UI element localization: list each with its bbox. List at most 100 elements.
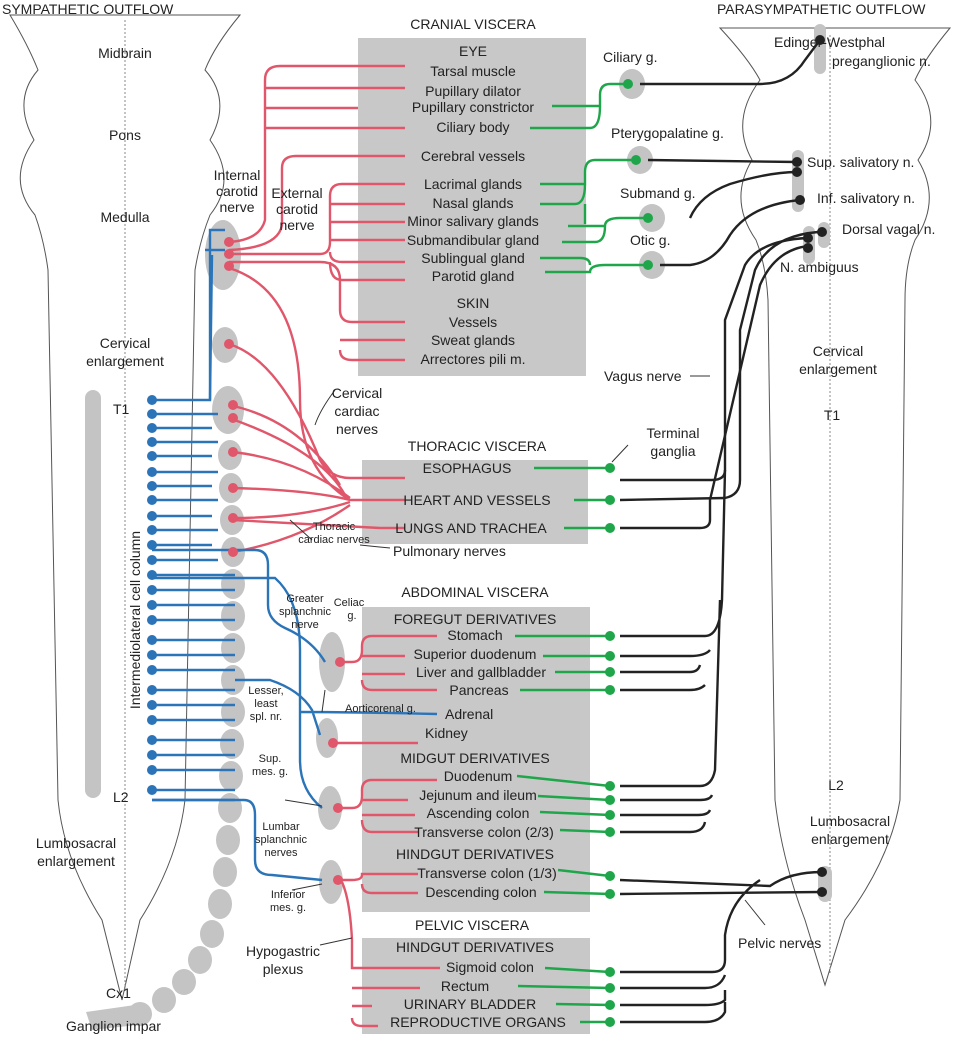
- otic-g-label: Otic g.: [630, 232, 670, 248]
- cervical-enlargement-right-1: Cervical: [813, 343, 864, 359]
- medulla-label: Medulla: [100, 209, 149, 225]
- fiber-eye: [228, 64, 405, 244]
- fiber-inferior-mesenteric: [339, 872, 440, 1028]
- greater-splanchnic-label-2: splanchnic: [279, 606, 331, 618]
- skin-header: SKIN: [457, 295, 490, 311]
- abdominal-viscera-box: [362, 607, 590, 912]
- lumbar-splanchnic-fiber: [152, 798, 323, 882]
- edinger-westphal-label-1: Edinger-Westphal: [774, 34, 885, 50]
- cervical-enlargement-label-2: enlargement: [86, 353, 164, 369]
- eye-item: Ciliary body: [436, 119, 509, 135]
- hypogastric-label-1: Hypogastric: [246, 943, 320, 959]
- internal-carotid-label-1: Internal: [214, 167, 261, 183]
- hypogastric-label-2: plexus: [263, 961, 303, 977]
- hindgut-item: Descending colon: [425, 884, 536, 900]
- thoracic-ganglion: [221, 665, 245, 695]
- internal-carotid-label-3: nerve: [219, 199, 254, 215]
- ganglion-impar: [86, 1004, 146, 1030]
- lesser-splanchnic-label-2: least: [254, 698, 277, 710]
- parasympathetic-nucleus-cells: [792, 35, 827, 897]
- cervical-cardiac-label-1: Cervical: [332, 385, 383, 401]
- lumbar-splanchnic-label-2: splanchnic: [255, 834, 307, 846]
- thoracic-cardiac-label-2: cardiac nerves: [298, 534, 370, 546]
- lumbar-splanchnic-label-3: nerves: [264, 847, 298, 859]
- midgut-item: Transverse colon (2/3): [414, 824, 554, 840]
- kidney-label: Kidney: [425, 725, 468, 741]
- fiber-thoracic-cardiac: [232, 450, 405, 554]
- gland-item: Minor salivary glands: [407, 213, 539, 229]
- parasympathetic-ganglion-cells: [605, 79, 653, 1027]
- sympathetic-preganglionic-fibers: [152, 228, 438, 882]
- sup-salivatory-label: Sup. salivatory n.: [807, 154, 914, 170]
- superior-mesenteric-ganglion: [318, 786, 342, 830]
- intermediolateral-column-label: Intermediolateral cell column: [127, 531, 143, 709]
- foregut-item: Pancreas: [449, 682, 508, 698]
- left-spinal-cord: [9, 14, 242, 1001]
- vagus-nerve-label: Vagus nerve: [604, 368, 682, 384]
- sup-mes-label-1: Sup.: [259, 753, 282, 765]
- vagus-fiber-2: [619, 230, 819, 502]
- pons-label: Pons: [109, 127, 141, 143]
- cervical-cardiac-label-2: cardiac: [334, 403, 379, 419]
- pulmonary-nerves-label: Pulmonary nerves: [393, 543, 506, 559]
- ciliary-g-label: Ciliary g.: [603, 49, 657, 65]
- pelvic-nerves-label: Pelvic nerves: [738, 935, 821, 951]
- intermediolateral-column-bar: [85, 390, 101, 798]
- terminal-ganglia-label-2: ganglia: [650, 443, 695, 459]
- external-carotid-label-1: External: [271, 185, 322, 201]
- sacral-ganglion: [200, 920, 224, 948]
- terminal-ganglia-label-1: Terminal: [647, 425, 700, 441]
- coccygeal-ganglion: [152, 987, 176, 1013]
- pelvic-item: REPRODUCTIVE ORGANS: [390, 1014, 566, 1030]
- cervical-cardiac-label-3: nerves: [336, 421, 378, 437]
- sacral-ganglion: [208, 889, 232, 919]
- lumbar-ganglion: [219, 761, 243, 791]
- thoracic-ganglion: [221, 633, 245, 663]
- lesser-splanchnic-label-3: spl. nr.: [250, 711, 282, 723]
- thoracic-item: HEART AND VESSELS: [403, 492, 550, 508]
- t1-left-label: T1: [113, 401, 130, 417]
- external-carotid-label-2: carotid: [276, 201, 318, 217]
- skin-item: Vessels: [449, 314, 497, 330]
- thoracic-item: LUNGS AND TRACHEA: [395, 520, 547, 536]
- cranial-viscera-box: [358, 38, 586, 376]
- fiber-glands: [229, 182, 405, 282]
- thoracic-ganglion: [221, 697, 245, 727]
- celiac-label-1: Celiac: [334, 597, 365, 609]
- external-carotid-label-3: nerve: [279, 217, 314, 233]
- hindgut-header: HINDGUT DERIVATIVES: [396, 846, 554, 862]
- facial-fiber: [647, 158, 798, 219]
- t1-right-label: T1: [824, 407, 841, 423]
- cx1-label: Cx1: [106, 985, 131, 1001]
- upper-chain-fiber: [205, 248, 225, 401]
- pelvic-splanchnic: [619, 870, 823, 1024]
- abdominal-viscera-title: ABDOMINAL VISCERA: [401, 584, 549, 600]
- pelvic-item: Sigmoid colon: [446, 959, 534, 975]
- leader-lines: [284, 375, 766, 946]
- aorticorenal-label: Aorticorenal g.: [345, 703, 416, 715]
- parasympathetic-outflow-title: PARASYMPATHETIC OUTFLOW: [717, 1, 926, 17]
- cervical-enlargement-right-2: enlargement: [799, 361, 877, 377]
- cerebral-vessels: Cerebral vessels: [421, 148, 525, 164]
- submand-g-label: Submand g.: [620, 185, 696, 201]
- sympathetic-ganglion-cells: [224, 237, 345, 885]
- internal-carotid-label-2: carotid: [216, 183, 258, 199]
- gland-item: Submandibular gland: [407, 232, 539, 248]
- fiber-cerebral: [228, 154, 405, 252]
- lumbar-ganglion: [220, 729, 244, 759]
- cervicothoracic-ganglion: [212, 386, 244, 434]
- parasympathetic-postganglionic-fibers: [515, 82, 648, 1024]
- intermediolateral-cells: [147, 395, 157, 795]
- thoracic-item: ESOPHAGUS: [423, 460, 512, 476]
- thoracic-cardiac-label-1: Thoracic: [313, 521, 356, 533]
- inferior-mes-label-1: Inferior: [271, 889, 306, 901]
- gland-item: Parotid gland: [432, 268, 515, 284]
- pelvic-viscera-title: PELVIC VISCERA: [415, 917, 530, 933]
- greater-splanchnic-label-3: nerve: [291, 619, 319, 631]
- midgut-item: Jejunum and ileum: [419, 787, 537, 803]
- celiac-label-2: g.: [347, 610, 356, 622]
- n-ambiguus-label: N. ambiguus: [780, 259, 859, 275]
- inf-salivatory-label: Inf. salivatory n.: [817, 190, 915, 206]
- eye-item: Tarsal muscle: [430, 63, 516, 79]
- lumbosacral-right-1: Lumbosacral: [810, 813, 890, 829]
